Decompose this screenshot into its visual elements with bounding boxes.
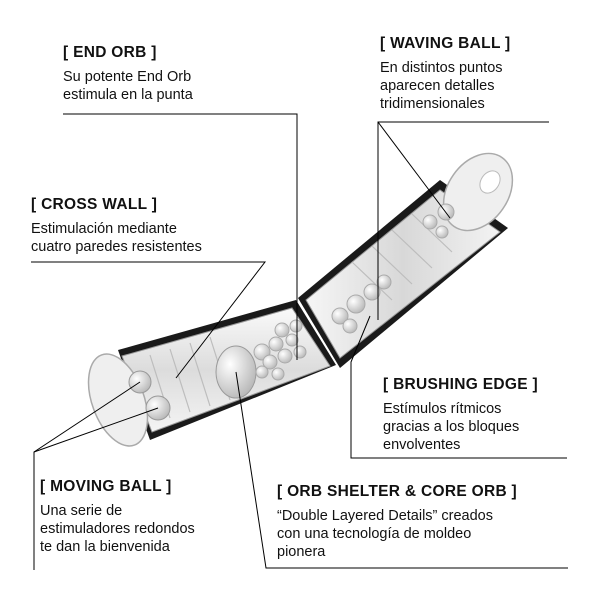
label-orb-shelter: [ ORB SHELTER & CORE ORB ] “Double Layer… — [277, 483, 587, 561]
right-sleeve-half — [298, 152, 514, 368]
label-brushing-edge: [ BRUSHING EDGE ] Estímulos rítmicos gra… — [383, 376, 593, 454]
brushing-edge-title: [ BRUSHING EDGE ] — [383, 376, 538, 393]
brushing-edge-desc: Estímulos rítmicos gracias a los bloques… — [383, 401, 520, 453]
callout-line-brushing-edge — [350, 315, 567, 459]
waving-ball-desc: En distintos puntos aparecen detalles tr… — [380, 60, 503, 112]
end-orb-desc: Su potente End Orb estimula en la punta — [63, 69, 193, 103]
orb-shelter-title: [ ORB SHELTER & CORE ORB ] — [277, 483, 518, 500]
moving-ball-desc: Una serie de estimuladores redondos te d… — [40, 503, 195, 555]
moving-ball-title: [ MOVING BALL ] — [40, 478, 172, 495]
end-orb-cap-highlight — [479, 170, 501, 194]
cross-wall-title: [ CROSS WALL ] — [31, 196, 158, 213]
end-orb-title: [ END ORB ] — [63, 44, 157, 61]
right-sleeve-body — [305, 189, 501, 359]
waving-ball-bumps — [331, 203, 455, 334]
cross-wall-desc: Estimulación mediante cuatro paredes res… — [31, 221, 202, 255]
callout-line-waving-ball-2 — [377, 121, 451, 219]
callout-lines — [31, 113, 568, 570]
left-sleeve-half — [87, 300, 336, 447]
right-ribs — [351, 213, 453, 301]
callout-line-orb-shelter — [235, 371, 568, 569]
callout-line-moving-ball-2 — [33, 407, 159, 453]
label-waving-ball: [ WAVING BALL ] En distintos puntos apar… — [380, 35, 590, 113]
orb-shelter-bumps — [253, 319, 307, 381]
waving-ball-title: [ WAVING BALL ] — [380, 35, 511, 52]
orb-shelter-desc: “Double Layered Details” creados con una… — [277, 508, 493, 560]
label-end-orb: [ END ORB ] Su potente End Orb estimula … — [63, 44, 303, 104]
label-cross-wall: [ CROSS WALL ] Estimulación mediante cua… — [31, 196, 291, 256]
label-moving-ball: [ MOVING BALL ] Una serie de estimulador… — [40, 478, 260, 556]
callout-line-cross-wall — [31, 261, 267, 379]
callout-line-end-orb — [63, 113, 298, 360]
